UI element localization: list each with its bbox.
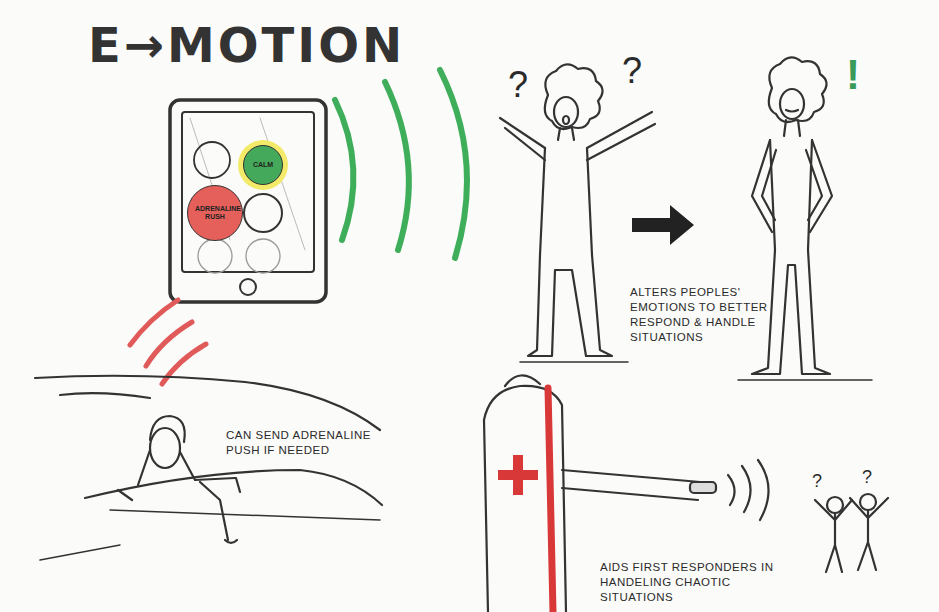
question-mark: ? xyxy=(508,62,528,109)
button-label: CALM xyxy=(253,161,273,169)
title-text: E→MOTION xyxy=(88,14,405,76)
emotion-button: ADRENALINE RUSH xyxy=(187,185,243,241)
question-mark: ? xyxy=(862,466,872,489)
caption-note: AIDS FIRST RESPONDERS IN HANDELING CHAOT… xyxy=(600,560,800,605)
caption-note: ALTERS PEOPLES' EMOTIONS TO BETTER RESPO… xyxy=(630,285,780,345)
question-mark: ? xyxy=(812,470,822,493)
question-mark: ? xyxy=(622,48,642,95)
button-label: ADRENALINE RUSH xyxy=(195,205,235,220)
caption-note: CAN SEND ADRENALINE PUSH IF NEEDED xyxy=(226,428,386,458)
exclamation-mark: ! xyxy=(846,48,860,103)
emotion-button: CALM xyxy=(243,145,283,185)
